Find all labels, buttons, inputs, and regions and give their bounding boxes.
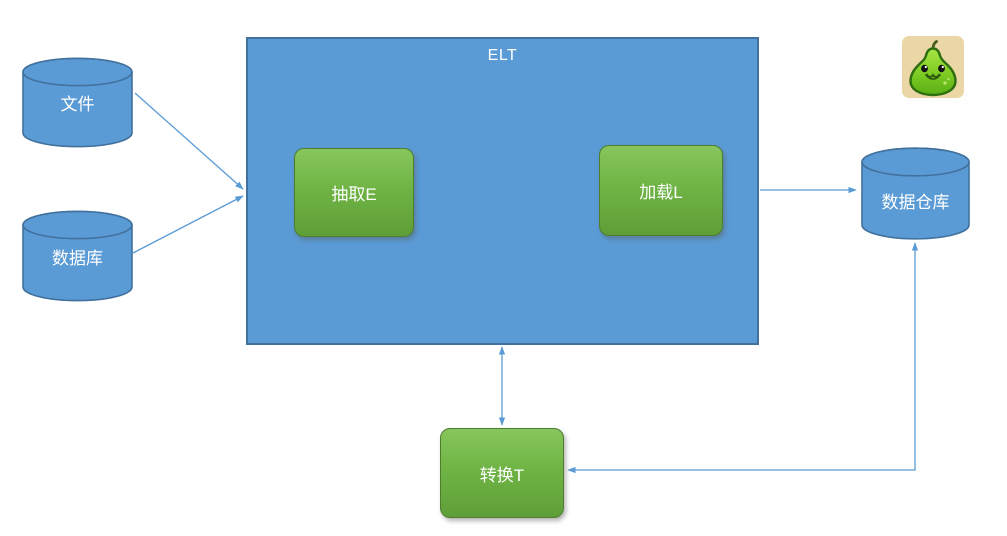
node-file-cylinder: 文件	[22, 57, 133, 148]
node-transform-label: 转换T	[479, 465, 525, 485]
node-load-label: 加载L	[639, 183, 683, 202]
node-extract-label: 抽取E	[331, 185, 377, 204]
elt-container-title: ELT	[487, 47, 518, 64]
node-database-label: 数据库	[52, 248, 103, 268]
pear-mascot-logo	[902, 36, 964, 98]
arrow-file-to-elt	[134, 92, 244, 190]
cylinder-shape	[22, 210, 133, 302]
node-transform-box: 转换T	[440, 428, 564, 518]
node-warehouse-label: 数据仓库	[881, 193, 950, 212]
cylinder-shape	[22, 57, 133, 148]
arrow-database-to-elt	[132, 195, 244, 254]
node-warehouse-cylinder: 数据仓库	[861, 147, 970, 240]
node-database-cylinder: 数据库	[22, 210, 133, 302]
node-load-box: 加载L	[599, 145, 723, 236]
cylinder-shape	[861, 147, 970, 240]
pear-mascot-icon	[902, 36, 964, 98]
node-extract-box: 抽取E	[294, 148, 414, 237]
node-file-label: 文件	[60, 95, 95, 114]
